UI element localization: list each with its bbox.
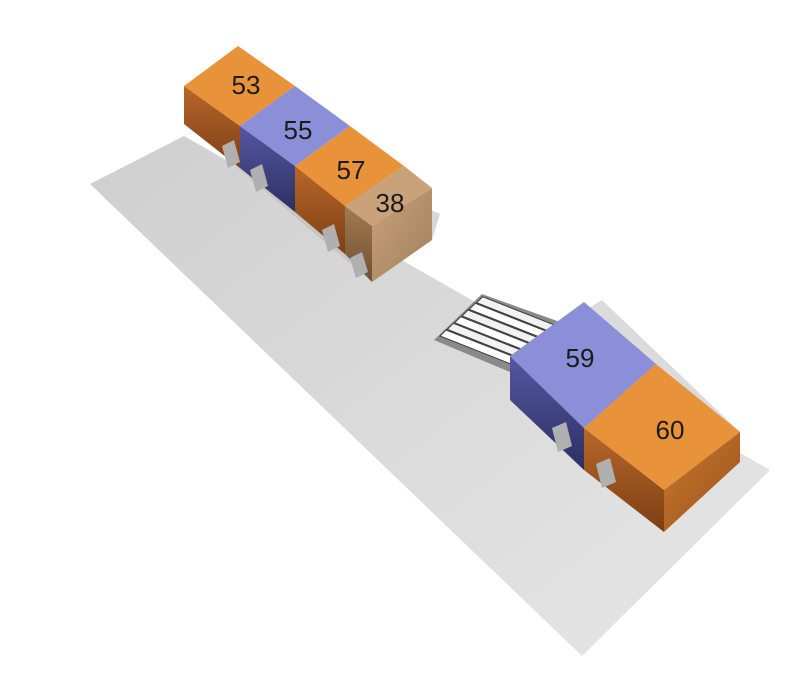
- block-53[interactable]: 53: [184, 46, 295, 168]
- block-top: [295, 126, 404, 206]
- block-label: 59: [566, 343, 595, 373]
- floor-slab: [90, 136, 770, 656]
- block-top: [584, 364, 740, 490]
- block-label: 57: [337, 155, 366, 185]
- block-label: 55: [284, 115, 313, 145]
- block-front: [372, 188, 432, 282]
- block-57[interactable]: 57: [295, 126, 404, 254]
- door: [222, 140, 240, 168]
- block-38[interactable]: 38: [345, 166, 432, 282]
- block-59[interactable]: 59: [510, 302, 656, 470]
- block-side: [584, 428, 664, 532]
- block-label: 60: [656, 415, 685, 445]
- block-side: [240, 126, 295, 212]
- door: [552, 422, 572, 452]
- block-60[interactable]: 60: [584, 364, 740, 532]
- door: [596, 458, 616, 488]
- door: [250, 164, 268, 192]
- block-label: 38: [376, 188, 405, 218]
- door: [350, 252, 368, 278]
- block-label: 53: [232, 70, 261, 100]
- door: [322, 224, 340, 252]
- block-top: [510, 302, 656, 428]
- block-front: [664, 432, 740, 532]
- block-top: [184, 46, 295, 126]
- block-top: [345, 166, 432, 226]
